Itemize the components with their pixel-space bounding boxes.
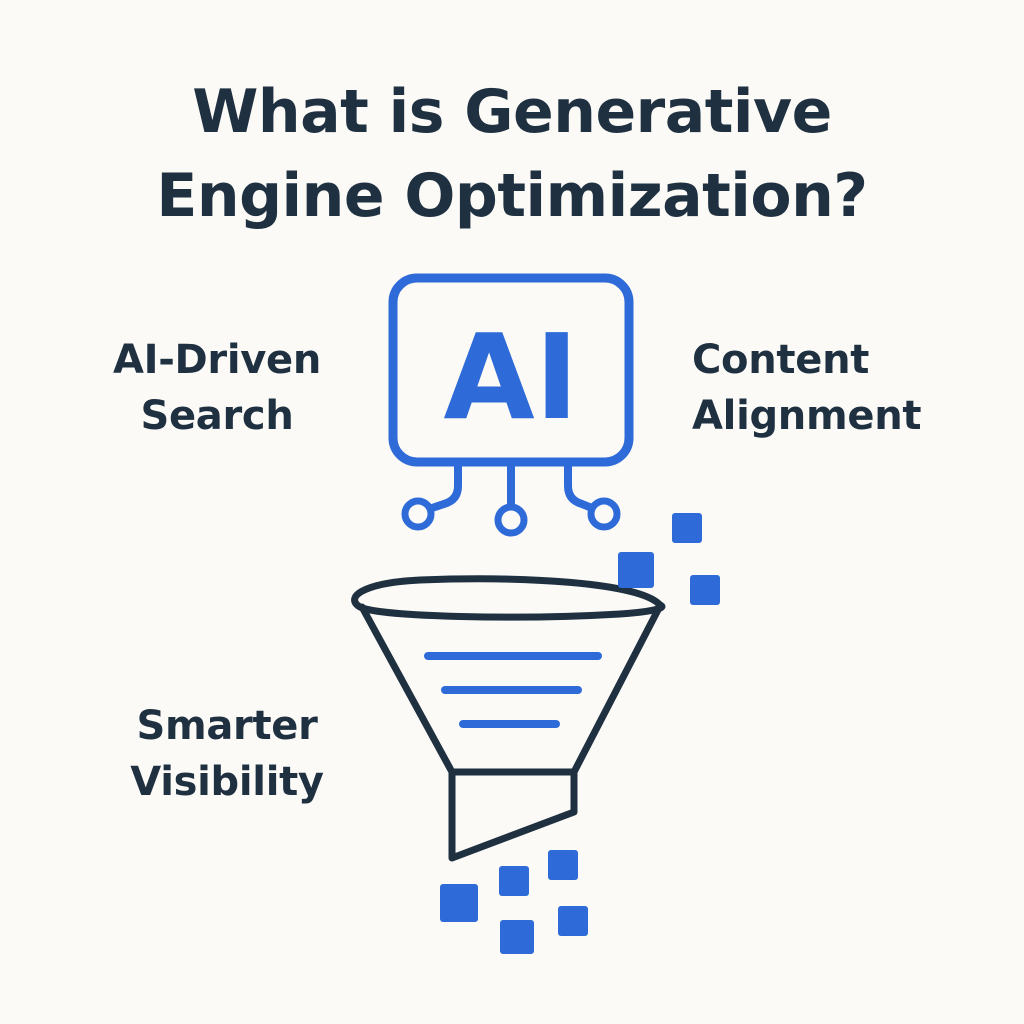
page-title: What is Generative Engine Optimization? xyxy=(0,70,1024,238)
data-pixel-icon xyxy=(690,575,720,605)
title-line-1: What is Generative xyxy=(192,77,832,147)
label-content-line-1: Content xyxy=(692,337,870,383)
circuit-node-right xyxy=(587,497,621,531)
label-ai-driven-line-2: Search xyxy=(140,393,294,439)
label-smarter-visibility: Smarter Visibility xyxy=(112,698,342,810)
data-pixel-icon xyxy=(618,552,654,588)
funnel-rim xyxy=(351,575,666,621)
circuit-line-left xyxy=(428,458,462,512)
label-smarter-line-1: Smarter xyxy=(136,703,318,749)
label-ai-driven-search: AI-Driven Search xyxy=(92,332,342,444)
funnel-spout xyxy=(448,768,578,862)
label-content-line-2: Alignment xyxy=(692,393,922,439)
circuit-node-center xyxy=(494,503,528,537)
ai-chip-icon: AI xyxy=(388,273,634,537)
title-line-2: Engine Optimization? xyxy=(156,161,868,231)
circuit-line-right xyxy=(564,458,596,512)
data-pixel-icon xyxy=(548,850,578,880)
circuit-node-left xyxy=(401,497,435,531)
data-pixel-icon xyxy=(558,906,588,936)
funnel-cone xyxy=(358,602,664,776)
data-pixel-icon xyxy=(440,884,478,922)
data-pixel-icon xyxy=(672,513,702,543)
ai-chip-text: AI xyxy=(443,308,578,446)
label-smarter-line-2: Visibility xyxy=(130,759,324,805)
funnel-icon xyxy=(351,575,666,862)
incoming-data-pixels xyxy=(618,513,720,605)
label-content-alignment: Content Alignment xyxy=(692,332,1002,444)
data-pixel-icon xyxy=(500,920,534,954)
label-ai-driven-line-1: AI-Driven xyxy=(112,337,322,383)
data-pixel-icon xyxy=(499,866,529,896)
output-data-pixels xyxy=(440,850,588,954)
